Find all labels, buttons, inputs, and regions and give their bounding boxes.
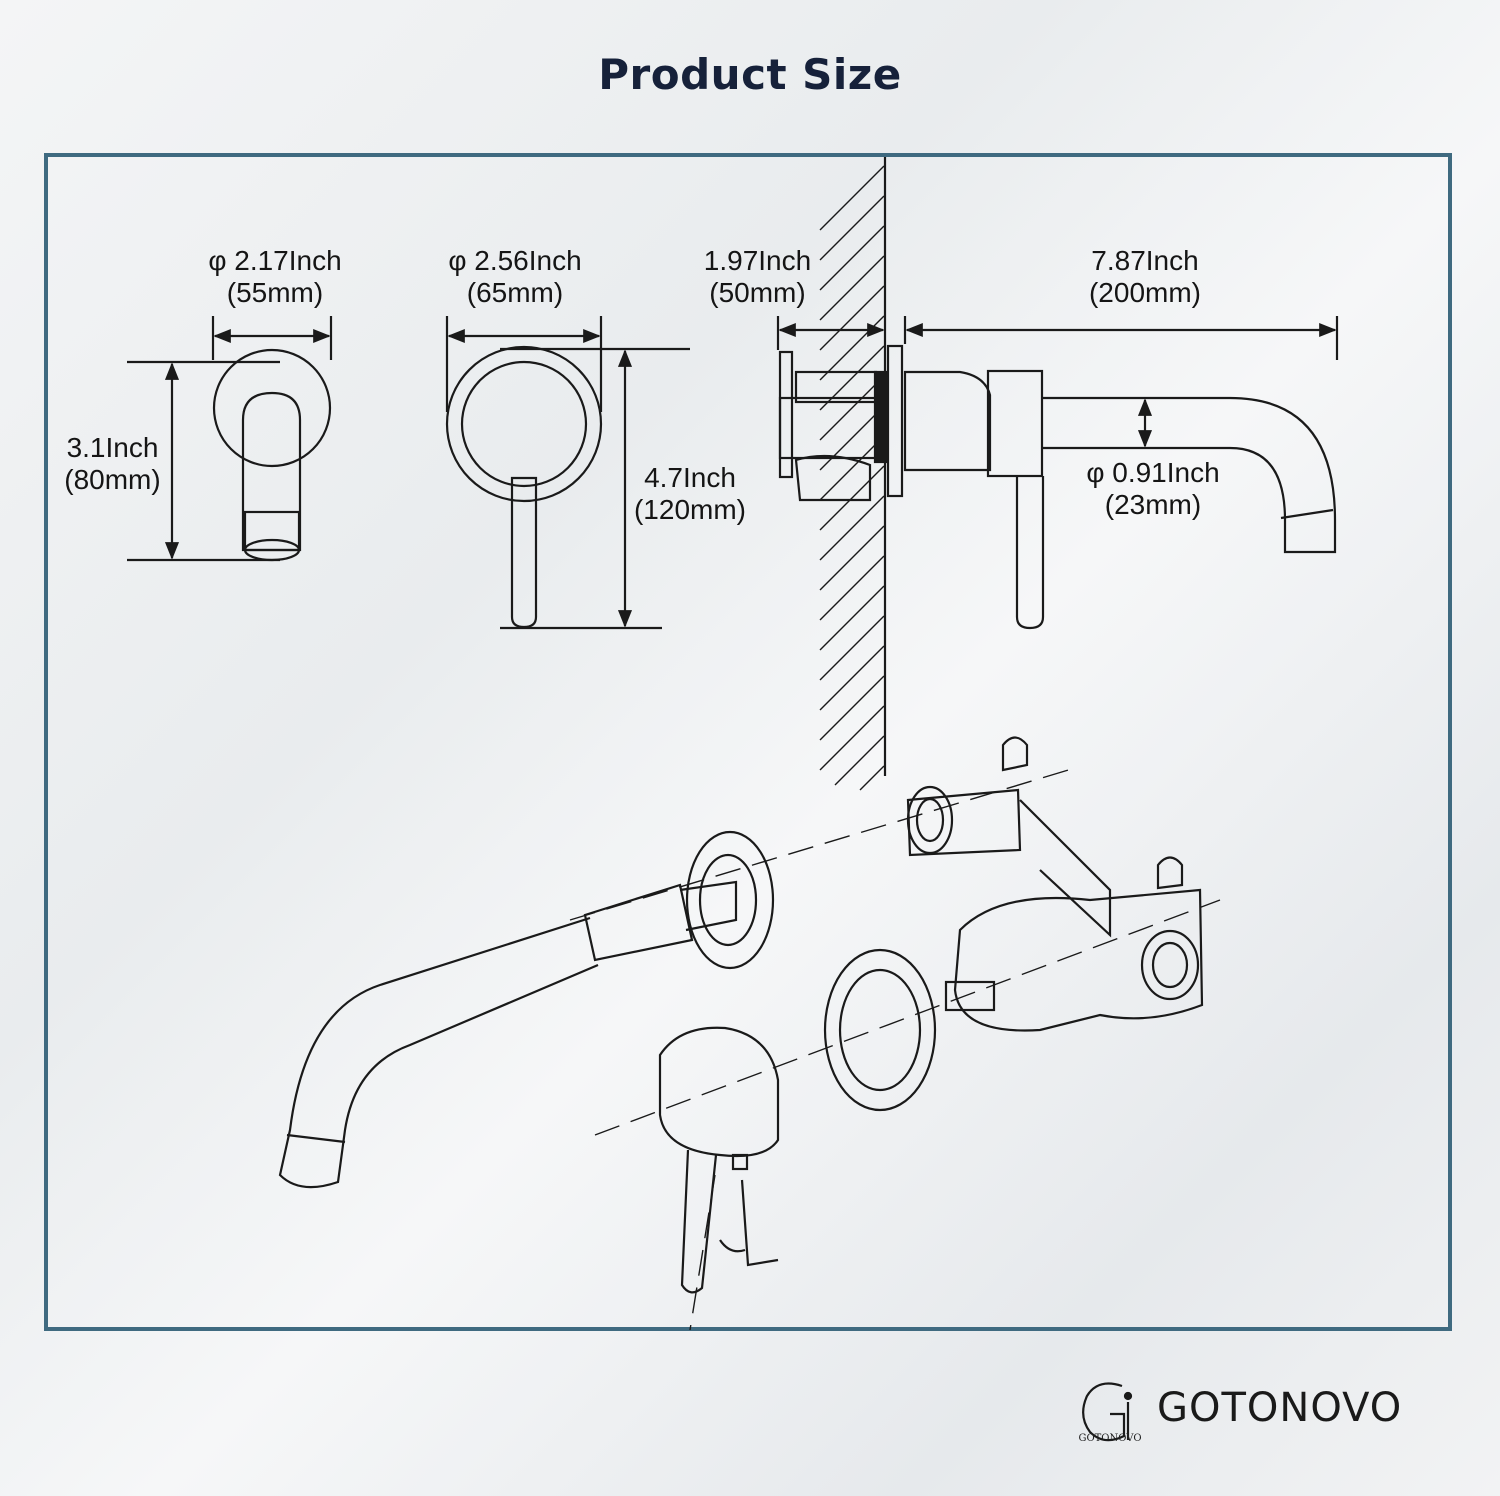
flange-small-inch: φ 2.17Inch xyxy=(208,245,342,276)
diagram-frame xyxy=(44,153,1452,1331)
handle-height-mm: (120mm) xyxy=(633,494,746,525)
handle-front-view xyxy=(445,316,690,630)
spout-diameter-inch: φ 0.91Inch xyxy=(1086,457,1220,488)
flange-large-dimension: φ 2.56Inch (65mm) xyxy=(420,245,610,309)
wall-depth-dimension: 1.97Inch (50mm) xyxy=(685,245,830,309)
brand-logo-graphic xyxy=(1082,1382,1133,1442)
spout-height-inch: 3.1Inch xyxy=(66,432,159,463)
flange-large-inch: φ 2.56Inch xyxy=(448,245,582,276)
spout-length-mm: (200mm) xyxy=(1088,277,1201,308)
handle-height-dimension: 4.7Inch (120mm) xyxy=(625,462,755,526)
wall-depth-mm: (50mm) xyxy=(709,277,806,308)
axis-lines xyxy=(569,767,1221,1331)
flange-small-mm: (55mm) xyxy=(226,277,324,308)
brand-logo: GOTONOVO GOTONOVO xyxy=(1075,1375,1435,1445)
brand-name: GOTONOVO xyxy=(1157,1385,1403,1431)
spout-diameter-dimension: φ 0.91Inch (23mm) xyxy=(1068,457,1238,521)
wall-hatching xyxy=(819,165,885,791)
spout-height-mm: (80mm) xyxy=(64,464,161,495)
wall-depth-inch: 1.97Inch xyxy=(703,245,812,276)
handle-height-inch: 4.7Inch xyxy=(644,462,736,493)
brand-mark-text: GOTONOVO xyxy=(1078,1433,1142,1444)
exploded-view xyxy=(278,736,1221,1331)
spout-length-dimension: 7.87Inch (200mm) xyxy=(1070,245,1220,309)
spout-length-inch: 7.87Inch xyxy=(1091,245,1199,276)
spout-diameter-mm: (23mm) xyxy=(1104,489,1202,520)
page-title: Product Size xyxy=(598,50,902,99)
flange-small-dimension: φ 2.17Inch (55mm) xyxy=(180,245,370,309)
side-view xyxy=(776,157,1339,791)
spout-front-view xyxy=(127,316,333,562)
flange-large-mm: (65mm) xyxy=(466,277,564,308)
spout-height-dimension: 3.1Inch (80mm) xyxy=(50,432,175,496)
